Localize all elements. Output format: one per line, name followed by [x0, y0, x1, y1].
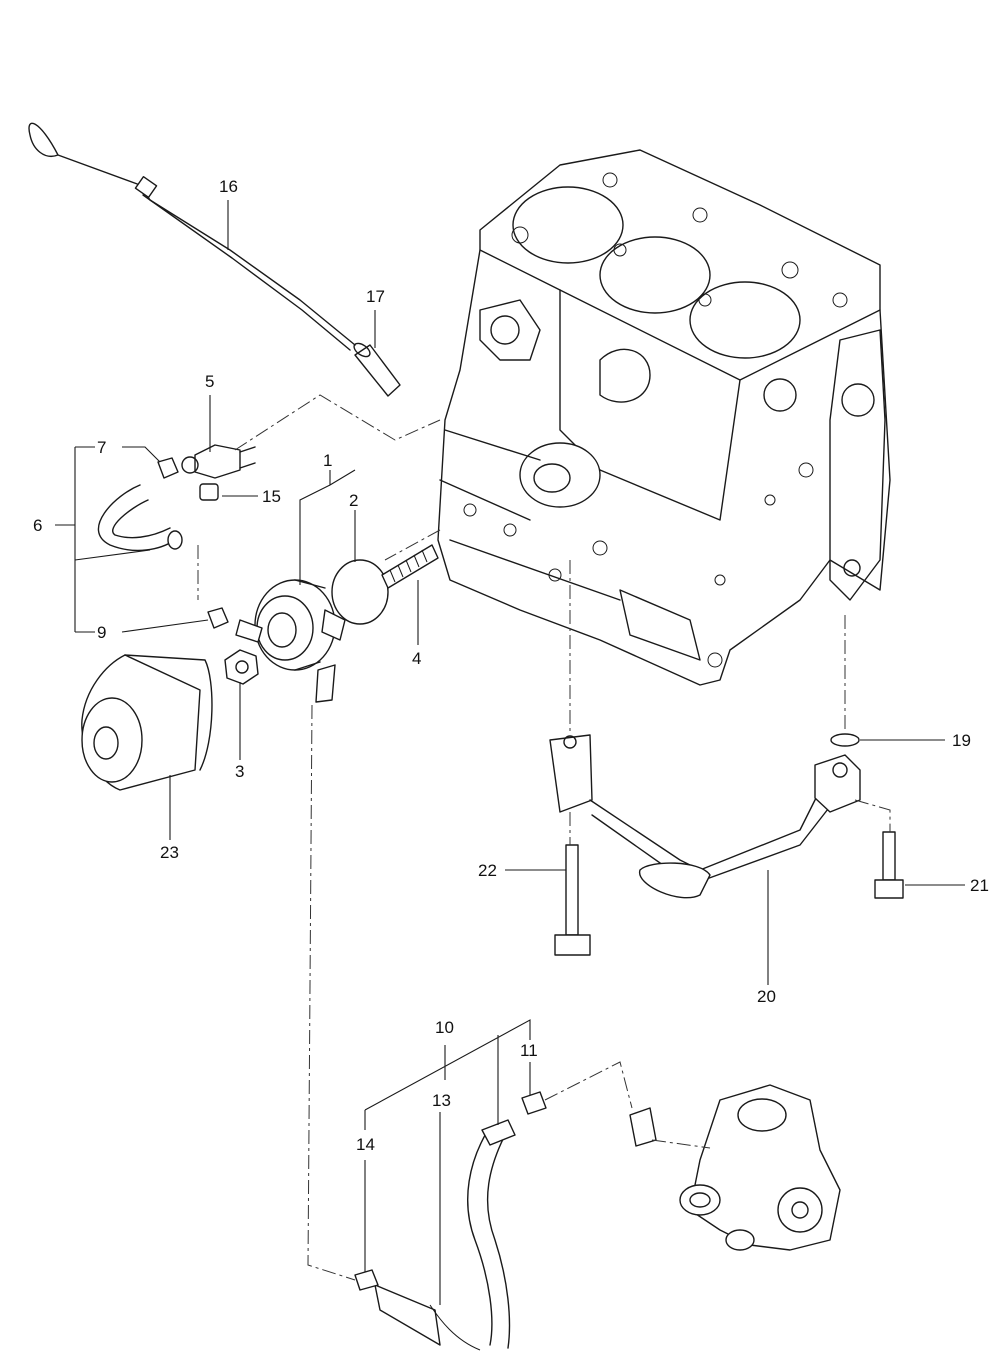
callout-9: 9 — [97, 623, 106, 642]
callout-7: 7 — [97, 438, 106, 457]
oil-hose — [97, 484, 183, 552]
callout-21: 21 — [970, 876, 989, 895]
oil-strainer — [549, 734, 861, 899]
callout-3: 3 — [235, 762, 244, 781]
callout-4: 4 — [412, 649, 421, 668]
engine-block — [437, 149, 891, 686]
o-ring — [830, 733, 860, 747]
callout-23: 23 — [160, 843, 179, 862]
callout-20: 20 — [757, 987, 776, 1006]
oil-pipe-fitting — [181, 444, 256, 479]
callout-15: 15 — [262, 487, 281, 506]
callout-2: 2 — [349, 491, 358, 510]
water-hose-clamps — [354, 1091, 547, 1291]
bolt-short — [874, 831, 904, 899]
nut — [224, 649, 259, 685]
callout-11: 11 — [520, 1041, 538, 1060]
bolt-long — [554, 844, 591, 956]
callout-labels: 16 17 5 7 6 9 15 1 2 4 3 23 19 21 22 20 … — [33, 177, 989, 1154]
oil-cooler — [235, 579, 346, 703]
water-pump — [629, 1084, 841, 1251]
leader-lines — [55, 200, 965, 1305]
callout-16: 16 — [219, 177, 238, 196]
callout-17: 17 — [366, 287, 385, 306]
dipstick — [28, 122, 356, 351]
water-hose — [374, 1119, 516, 1351]
assembly-centerlines — [197, 394, 891, 1281]
dipstick-guide — [353, 342, 401, 397]
plug — [199, 483, 219, 501]
callout-6: 6 — [33, 516, 42, 535]
callout-1: 1 — [323, 451, 332, 470]
stud — [381, 544, 439, 589]
callout-10: 10 — [435, 1018, 454, 1037]
callout-22: 22 — [478, 861, 497, 880]
callout-19: 19 — [952, 731, 971, 750]
gasket — [331, 559, 389, 625]
callout-5: 5 — [205, 372, 214, 391]
oil-filter-cartridge — [81, 654, 213, 791]
callout-14: 14 — [356, 1135, 375, 1154]
callout-13: 13 — [432, 1091, 451, 1110]
hose-clamp — [157, 457, 229, 629]
